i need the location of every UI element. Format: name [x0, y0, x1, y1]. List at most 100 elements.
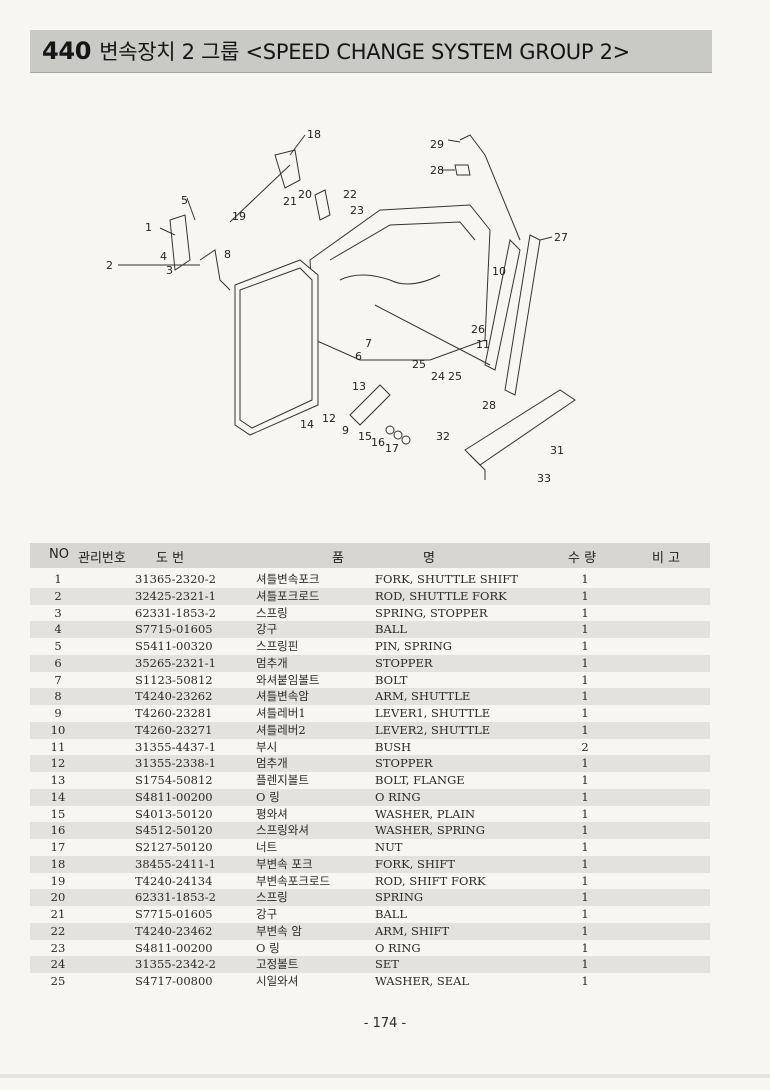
- part-code: S7715-01605: [135, 622, 213, 637]
- part-code: 31355-2338-1: [135, 756, 216, 771]
- row-number: 2: [54, 588, 62, 603]
- header-quantity: 수 량: [568, 551, 597, 566]
- row-number: 18: [50, 856, 66, 871]
- korean-name: 강구: [256, 907, 278, 921]
- part-code: S1754-50812: [135, 773, 213, 787]
- quantity: 1: [581, 639, 589, 653]
- part-name: LEVER1, SHUTTLE: [375, 706, 491, 720]
- part-code: T4240-23462: [135, 923, 213, 938]
- callout-10: 10: [492, 265, 506, 278]
- korean-name: 평와셔: [256, 806, 288, 821]
- part-name: BOLT, FLANGE: [375, 773, 465, 787]
- callout-12: 12: [322, 412, 336, 425]
- callout-14: 14: [300, 418, 314, 431]
- part-code: S1123-50812: [135, 672, 213, 687]
- quantity: 1: [581, 689, 589, 704]
- korean-name: 셔틀변속포크: [256, 572, 320, 586]
- row-number: 17: [50, 840, 66, 854]
- quantity: 1: [581, 588, 589, 603]
- korean-name: 너트: [256, 840, 278, 854]
- row-number: 8: [54, 689, 62, 704]
- exploded-parts-diagram: 18 29 28 5 22 23 20 21 19 1 27 8 4 2 3 1…: [106, 128, 576, 485]
- korean-name: 스프링와셔: [256, 823, 309, 838]
- part-name: WASHER, SEAL: [375, 974, 470, 988]
- callout-31: 29: [430, 138, 444, 151]
- part-name: SET: [375, 957, 399, 972]
- callout-8: 8: [224, 248, 231, 261]
- korean-name: 스프링: [256, 605, 288, 620]
- part-code: T4260-23281: [135, 706, 213, 720]
- header-drawing-number: 도 번: [156, 551, 185, 566]
- callout-33: 32: [436, 430, 450, 443]
- part-name: NUT: [375, 840, 403, 854]
- row-number: 21: [50, 907, 66, 921]
- callout-16: 16: [371, 436, 385, 449]
- row-number: 22: [50, 923, 66, 938]
- korean-name: 멈추개: [256, 655, 288, 670]
- callout-13: 13: [352, 380, 366, 393]
- korean-name: 강구: [256, 622, 278, 637]
- part-name: SPRING, STOPPER: [375, 605, 488, 620]
- callout-9: 9: [342, 424, 349, 437]
- quantity: 1: [581, 873, 589, 888]
- korean-name: 부변속포크로드: [256, 873, 331, 888]
- quantity: 1: [581, 789, 589, 804]
- part-name: ARM, SHUTTLE: [375, 689, 471, 704]
- part-name: LEVER2, SHUTTLE: [375, 722, 491, 737]
- row-number: 6: [54, 655, 62, 670]
- row-number: 14: [50, 789, 66, 804]
- row-number: 10: [50, 722, 66, 737]
- callout-20: 20: [298, 188, 312, 201]
- callout-6: 6: [355, 350, 362, 363]
- header-item: 품: [332, 551, 344, 566]
- korean-name: 와셔붙임볼트: [256, 672, 320, 687]
- section-title: 변속장치 2 그룹 <SPEED CHANGE SYSTEM GROUP 2>: [99, 40, 630, 64]
- callout-23: 23: [350, 204, 364, 217]
- quantity: 1: [581, 856, 589, 871]
- section-number: 440: [42, 37, 92, 65]
- header-management-number: 관리번호: [78, 551, 126, 566]
- row-number: 9: [54, 706, 62, 720]
- part-name: WASHER, SPRING: [375, 823, 485, 838]
- korean-name: 셔틀레버2: [256, 722, 306, 737]
- korean-name: 셔틀변속암: [256, 689, 309, 704]
- part-name: FORK, SHIFT: [375, 856, 456, 871]
- row-number: 4: [54, 622, 62, 637]
- korean-name: 스프링핀: [256, 639, 299, 653]
- quantity: 1: [581, 890, 589, 905]
- quantity: 1: [581, 655, 589, 670]
- housing-outline: [309, 204, 491, 361]
- quantity: 1: [581, 940, 589, 955]
- quantity: 1: [581, 923, 589, 938]
- callout-18: 18: [307, 128, 321, 141]
- part-code: 31355-4437-1: [135, 739, 216, 754]
- parts-table-header: NO 관리번호 도 번 품 명 수 량 비 고: [30, 543, 710, 568]
- callout-29: 28: [482, 399, 496, 412]
- part-name: ROD, SHUTTLE FORK: [375, 588, 507, 603]
- title-bar: 440 변속장치 2 그룹 <SPEED CHANGE SYSTEM GROUP …: [30, 30, 712, 73]
- korean-name: 멈추개: [256, 756, 288, 771]
- part-name: BOLT: [375, 672, 408, 687]
- part-name: STOPPER: [375, 655, 433, 670]
- part-code: S4717-00800: [135, 974, 213, 988]
- callout-3: 3: [166, 264, 173, 277]
- callout-22: 22: [343, 188, 357, 201]
- row-number: 11: [50, 739, 66, 754]
- callout-19: 19: [232, 210, 246, 223]
- part-code: S7715-01605: [135, 907, 213, 921]
- part-code: 31355-2342-2: [135, 957, 216, 972]
- part-code: 62331-1853-2: [135, 890, 216, 905]
- row-number: 24: [50, 957, 66, 972]
